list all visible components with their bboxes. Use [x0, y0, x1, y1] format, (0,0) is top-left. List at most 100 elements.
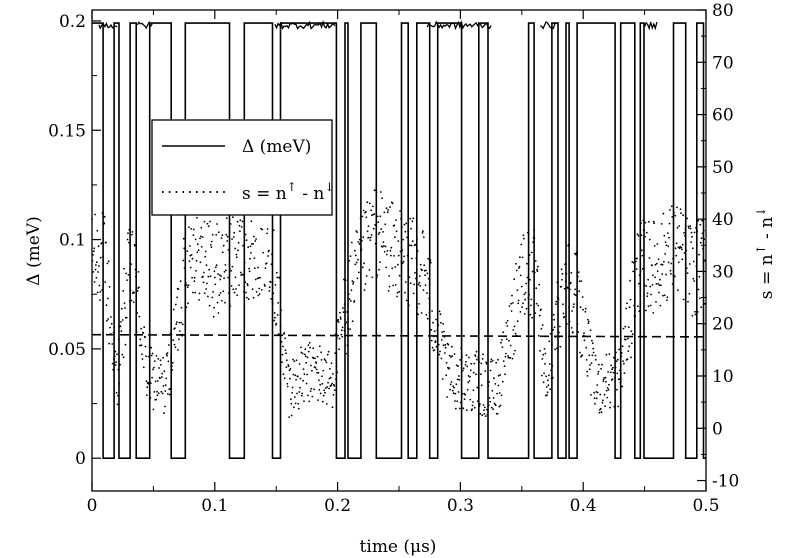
- spin-dot: [262, 251, 265, 254]
- y-right-tick-label: 0: [712, 419, 723, 439]
- spin-dot: [434, 340, 437, 343]
- y-right-tick-label: 70: [712, 53, 734, 73]
- spin-dot: [385, 266, 387, 269]
- spin-dot: [159, 377, 161, 380]
- spin-dot: [318, 345, 321, 348]
- spin-dot: [276, 314, 279, 316]
- spin-dot: [202, 281, 205, 284]
- spin-dot: [192, 228, 195, 231]
- spin-dot: [339, 311, 341, 314]
- legend-label-delta: Δ (meV): [242, 137, 311, 157]
- spin-dot: [372, 227, 375, 230]
- spin-dot: [450, 381, 453, 383]
- spin-dot: [211, 296, 214, 299]
- spin-dot: [322, 369, 325, 372]
- spin-dot: [263, 283, 266, 286]
- spin-dot: [224, 264, 227, 266]
- spin-dot: [370, 234, 373, 236]
- spin-dot: [210, 244, 212, 246]
- spin-dot: [610, 364, 613, 367]
- spin-dot: [174, 327, 176, 330]
- spin-dot: [264, 285, 266, 287]
- spin-dot: [678, 225, 681, 227]
- spin-dot: [511, 357, 514, 360]
- spin-dot: [166, 354, 168, 357]
- spin-dot: [352, 282, 354, 285]
- spin-dot: [570, 327, 573, 329]
- spin-dot: [632, 270, 634, 273]
- spin-dot: [489, 400, 491, 403]
- spin-dot: [496, 413, 499, 415]
- spin-dot: [668, 236, 670, 239]
- spin-dot: [217, 312, 220, 314]
- spin-dot: [587, 318, 589, 321]
- spin-dot: [504, 355, 507, 358]
- spin-dot: [250, 252, 252, 254]
- spin-dot: [177, 288, 180, 290]
- spin-dot: [446, 396, 448, 398]
- spin-dot: [259, 276, 261, 279]
- spin-dot: [269, 281, 272, 284]
- spin-dot: [443, 330, 445, 333]
- spin-dot: [300, 346, 302, 349]
- spin-dot: [435, 318, 437, 321]
- spin-dot: [257, 266, 259, 269]
- spin-dot: [209, 275, 212, 278]
- spin-dot: [340, 329, 343, 332]
- spin-dot: [670, 272, 672, 275]
- spin-dot: [382, 231, 384, 233]
- spin-dot: [334, 352, 336, 355]
- spin-dot: [555, 300, 558, 303]
- spin-dot: [209, 220, 212, 223]
- spin-dot: [395, 230, 398, 233]
- spin-dot: [246, 296, 248, 299]
- spin-dot: [456, 378, 459, 381]
- spin-dot: [235, 253, 238, 256]
- spin-dot: [333, 389, 336, 391]
- spin-dot: [268, 286, 271, 289]
- spin-dot: [364, 283, 367, 285]
- spin-dot: [530, 304, 532, 307]
- spin-dot: [596, 391, 599, 394]
- spin-dot: [645, 231, 648, 234]
- spin-dot: [701, 219, 703, 222]
- spin-dot: [319, 383, 322, 386]
- spin-dot: [418, 275, 421, 277]
- spin-dot: [673, 275, 676, 278]
- spin-dot: [95, 264, 97, 266]
- spin-dot: [501, 339, 503, 341]
- spin-dot: [638, 282, 640, 285]
- spin-dot: [424, 274, 426, 277]
- spin-dot: [645, 309, 647, 312]
- spin-dot: [513, 278, 516, 281]
- spin-dot: [396, 295, 398, 298]
- spin-dot: [592, 351, 595, 354]
- spin-dot: [501, 380, 504, 383]
- spin-dot: [216, 223, 219, 225]
- y-left-tick-label: 0.1: [59, 231, 86, 251]
- spin-dot: [472, 389, 475, 392]
- spin-dot: [423, 264, 426, 267]
- spin-dot: [492, 397, 495, 399]
- spin-dot: [216, 301, 219, 304]
- spin-dot: [388, 275, 390, 277]
- y-right-tick-label: -10: [712, 472, 739, 492]
- spin-dot: [250, 220, 253, 223]
- spin-dot: [630, 330, 633, 333]
- spin-dot: [594, 354, 597, 357]
- spin-dot: [637, 234, 640, 237]
- spin-dot: [363, 289, 366, 291]
- spin-dot: [448, 367, 451, 370]
- spin-dot: [268, 249, 270, 252]
- spin-dot: [530, 251, 533, 254]
- spin-dot: [155, 398, 158, 401]
- spin-dot: [222, 290, 225, 293]
- spin-dot: [316, 372, 318, 374]
- spin-dot: [311, 369, 313, 372]
- spin-dot: [648, 238, 651, 241]
- spin-dot: [414, 243, 417, 246]
- spin-dot: [404, 230, 407, 233]
- spin-dot: [597, 370, 600, 373]
- spin-dot: [121, 319, 124, 321]
- spin-dot: [663, 260, 665, 263]
